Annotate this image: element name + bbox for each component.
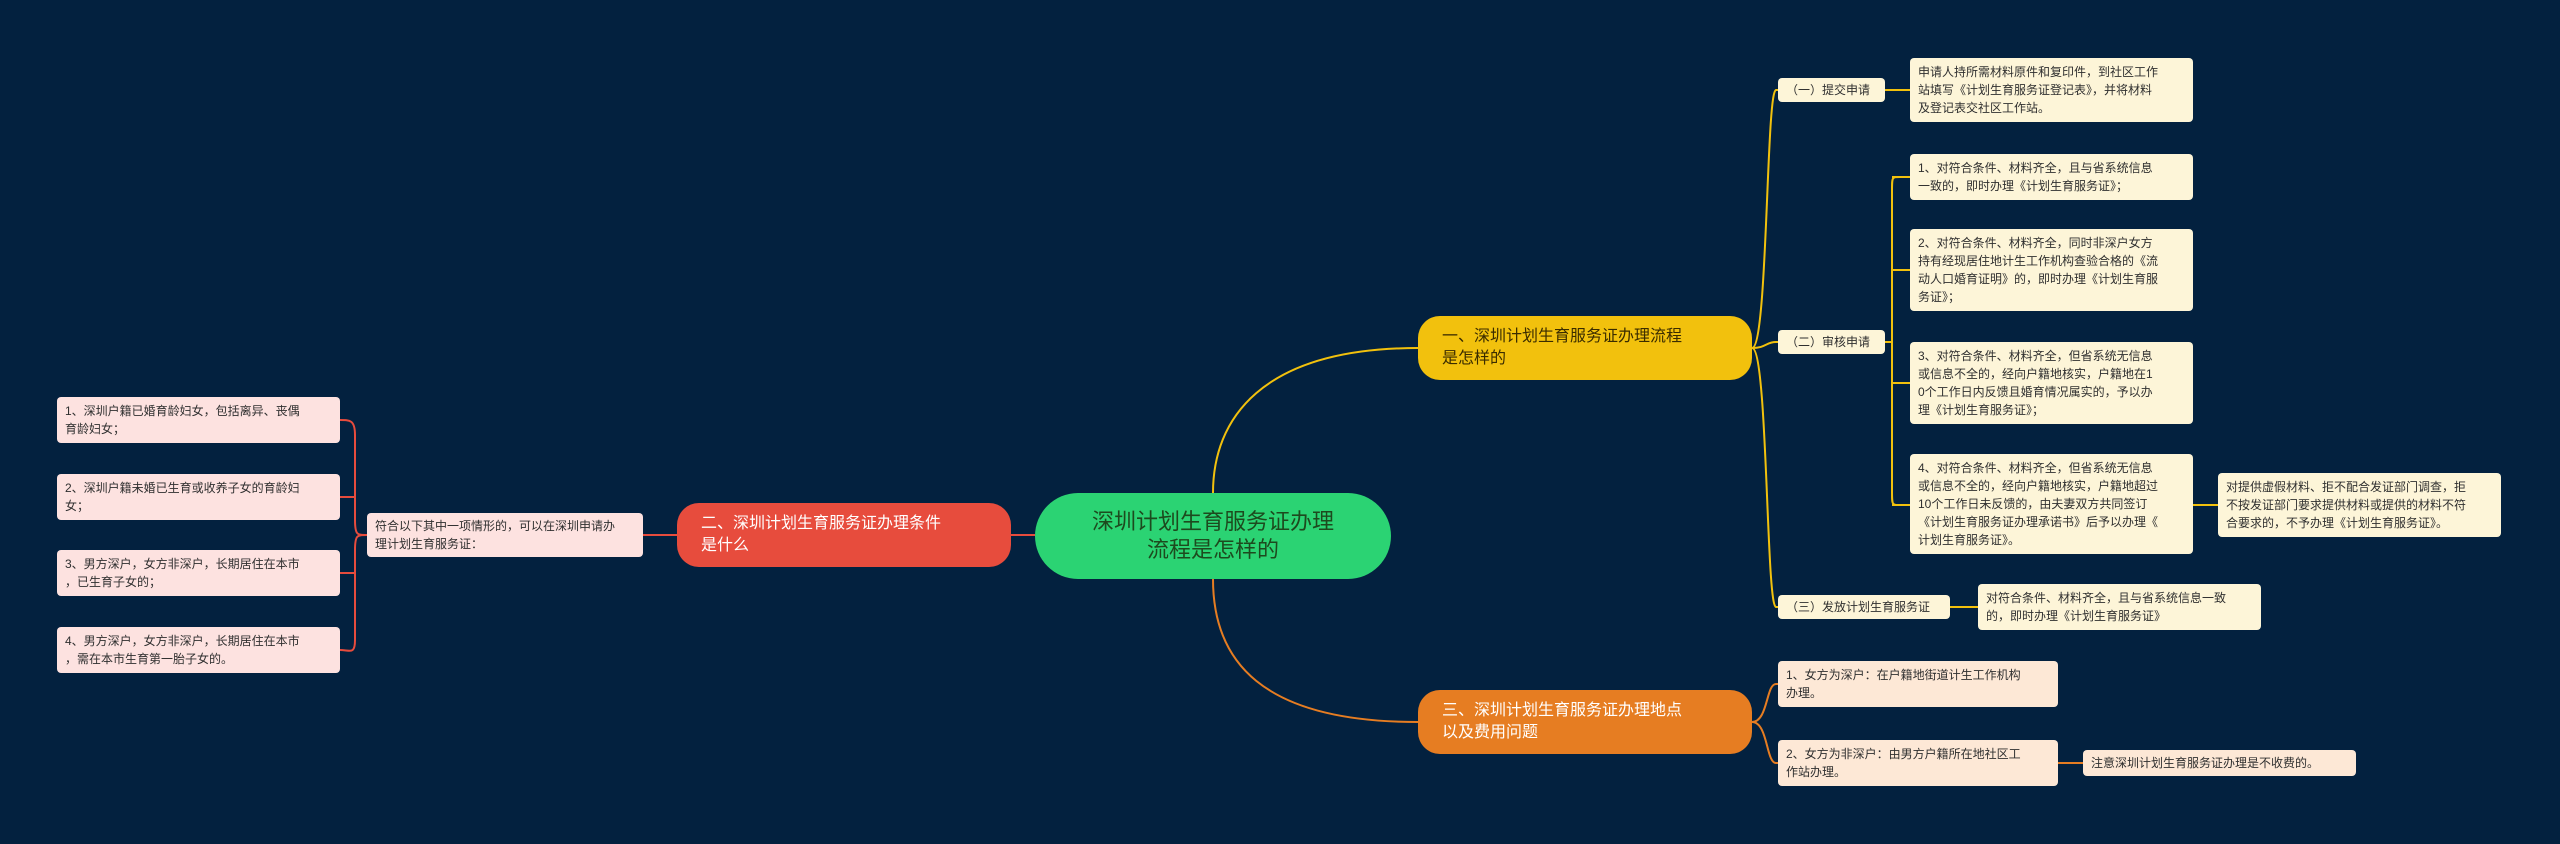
root-topic[interactable]: 深圳计划生育服务证办理 流程是怎样的 <box>1035 493 1391 579</box>
condition-item-1[interactable]: 1、深圳户籍已婚育龄妇女，包括离异、丧偶 育龄妇女； <box>57 397 340 443</box>
branch-process[interactable]: 一、深圳计划生育服务证办理流程 是怎样的 <box>1418 316 1752 380</box>
branch-location-fees[interactable]: 三、深圳计划生育服务证办理地点 以及费用问题 <box>1418 690 1752 754</box>
condition-item-4[interactable]: 4、男方深户，女方非深户，长期居住在本市 ，需在本市生育第一胎子女的。 <box>57 627 340 673</box>
fee-note[interactable]: 注意深圳计划生育服务证办理是不收费的。 <box>2083 750 2356 776</box>
review-item-2[interactable]: 2、对符合条件、材料齐全，同时非深户女方 持有经现居住地计生工作机构查验合格的《… <box>1910 229 2193 311</box>
step-submit[interactable]: （一）提交申请 <box>1778 78 1885 102</box>
branch-conditions[interactable]: 二、深圳计划生育服务证办理条件 是什么 <box>677 503 1011 567</box>
step-issue[interactable]: （三）发放计划生育服务证 <box>1778 595 1950 619</box>
review-item-4[interactable]: 4、对符合条件、材料齐全，但省系统无信息 或信息不全的，经向户籍地核实，户籍地超… <box>1910 454 2193 554</box>
step-submit-detail[interactable]: 申请人持所需材料原件和复印件，到社区工作 站填写《计划生育服务证登记表》，并将材… <box>1910 58 2193 122</box>
review-item-1[interactable]: 1、对符合条件、材料齐全，且与省系统信息 一致的，即时办理《计划生育服务证》； <box>1910 154 2193 200</box>
location-item-1[interactable]: 1、女方为深户：在户籍地街道计生工作机构 办理。 <box>1778 661 2058 707</box>
condition-item-3[interactable]: 3、男方深户，女方非深户，长期居住在本市 ，已生育子女的； <box>57 550 340 596</box>
location-item-2[interactable]: 2、女方为非深户：由男方户籍所在地社区工 作站办理。 <box>1778 740 2058 786</box>
condition-item-2[interactable]: 2、深圳户籍未婚已生育或收养子女的育龄妇 女； <box>57 474 340 520</box>
step-review[interactable]: （二）审核申请 <box>1778 330 1885 354</box>
conditions-intro[interactable]: 符合以下其中一项情形的，可以在深圳申请办 理计划生育服务证： <box>367 513 643 557</box>
review-note[interactable]: 对提供虚假材料、拒不配合发证部门调查，拒 不按发证部门要求提供材料或提供的材料不… <box>2218 473 2501 537</box>
step-issue-detail[interactable]: 对符合条件、材料齐全，且与省系统信息一致 的，即时办理《计划生育服务证》 <box>1978 584 2261 630</box>
review-item-3[interactable]: 3、对符合条件、材料齐全，但省系统无信息 或信息不全的，经向户籍地核实，户籍地在… <box>1910 342 2193 424</box>
